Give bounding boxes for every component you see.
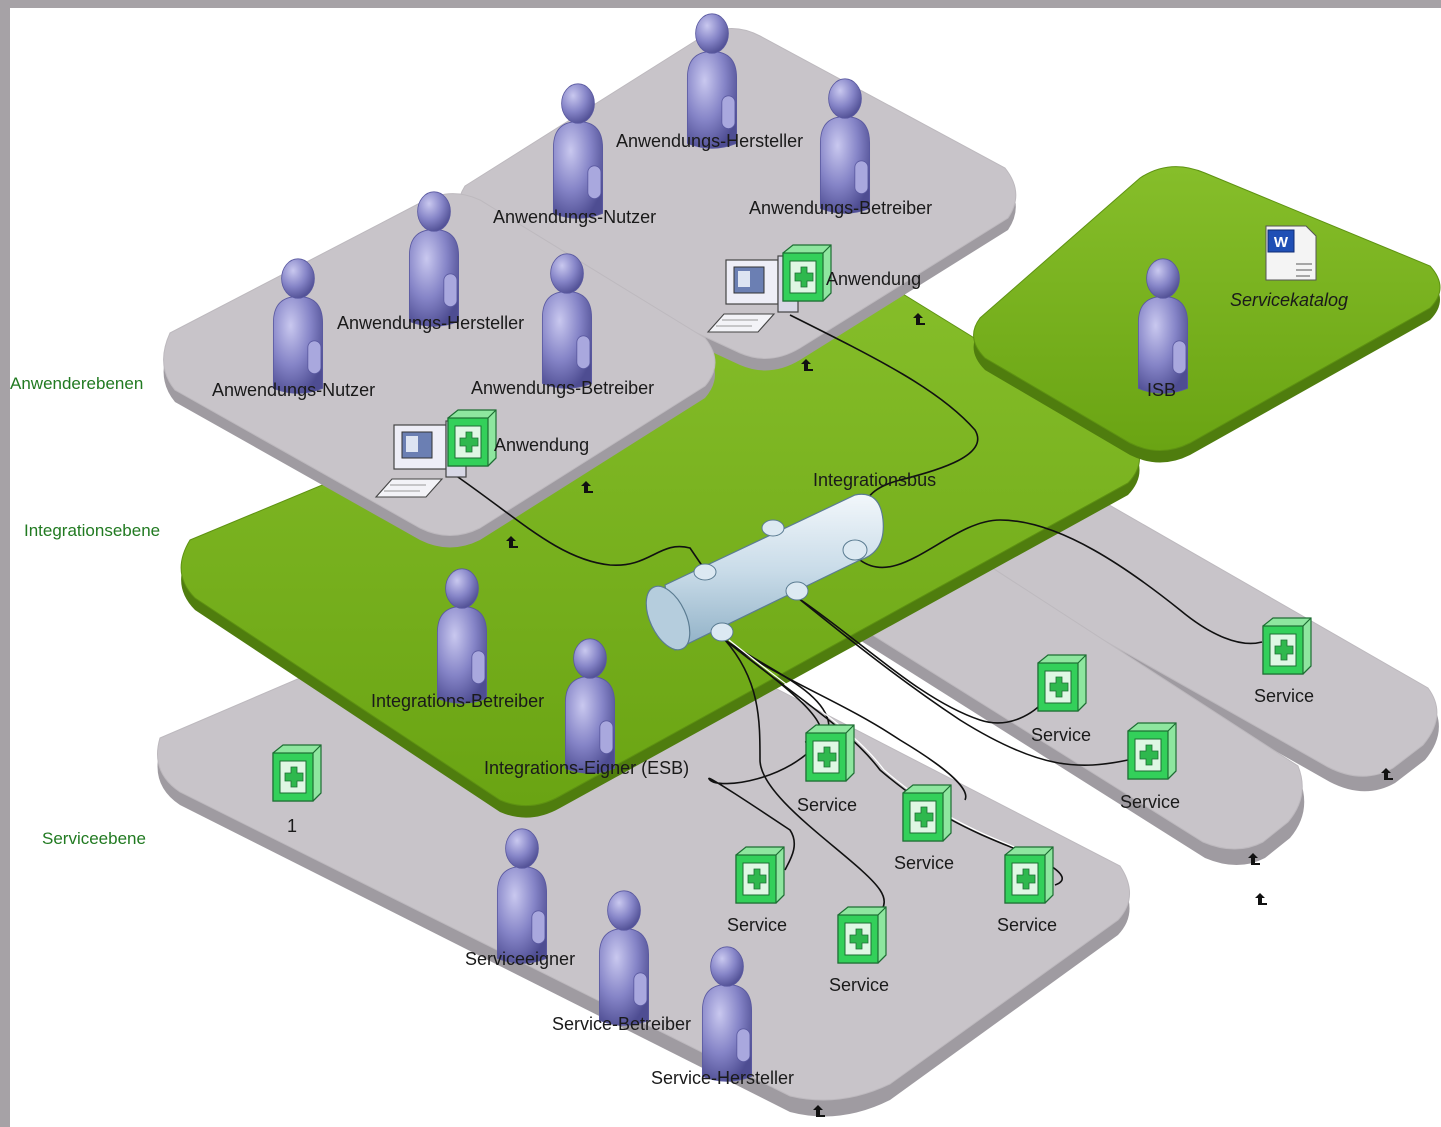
service-label: Service: [1120, 792, 1180, 812]
service-icon-mid-a[interactable]: [1037, 654, 1087, 712]
wire-bus-to-mid-service-1: [797, 597, 1046, 724]
integrationsbus-label: Integrationsbus: [813, 470, 936, 490]
service-icon-main-c[interactable]: [735, 846, 785, 904]
service-icon-right[interactable]: [1262, 617, 1312, 675]
isb-label: ISB: [1147, 380, 1176, 400]
wire-front-app-to-bus: [454, 474, 706, 571]
role-label: Integrations-Eigner (ESB): [484, 758, 689, 778]
architecture-diagram: W: [10, 13, 1441, 1117]
service-label: Service: [1031, 725, 1091, 745]
wire-bus-to-service-c: [708, 639, 823, 871]
role-label: Anwendungs-Hersteller: [616, 131, 803, 151]
connector-arrow-icon: [1255, 893, 1267, 905]
role-label: Anwendungs-Nutzer: [493, 207, 656, 227]
item-label-1: 1: [287, 816, 297, 836]
integrationsbus-icon[interactable]: [637, 493, 884, 656]
service-icon-1[interactable]: [272, 744, 322, 802]
role-label: Anwendungs-Betreiber: [471, 378, 654, 398]
service-label: Service: [727, 915, 787, 935]
role-label: Service-Hersteller: [651, 1068, 794, 1088]
isb-platform: [973, 166, 1441, 463]
application-label: Anwendung: [826, 269, 921, 289]
service-label: Service: [894, 853, 954, 873]
wire-bus-to-mid-service-2: [797, 597, 1129, 766]
word-document-icon[interactable]: [1265, 225, 1317, 281]
role-label: Service-Betreiber: [552, 1014, 691, 1034]
service-label: Service: [1254, 686, 1314, 706]
wire-bus-to-service-b: [724, 639, 967, 801]
layer-label-integrationsebene: Integrationsebene: [24, 521, 160, 540]
role-label: Anwendungs-Hersteller: [337, 313, 524, 333]
service-icon-main-b[interactable]: [902, 784, 952, 842]
role-label: Anwendungs-Betreiber: [749, 198, 932, 218]
servicekatalog-label: Servicekatalog: [1230, 290, 1348, 310]
wire-bus-to-right-service: [859, 519, 1263, 645]
service-label: Service: [997, 915, 1057, 935]
service-icon-main-a[interactable]: [805, 724, 855, 782]
role-label: Serviceeigner: [465, 949, 575, 969]
diagram-canvas: W: [10, 8, 1441, 1127]
role-label: Anwendungs-Nutzer: [212, 380, 375, 400]
service-label: Service: [829, 975, 889, 995]
application-label: Anwendung: [494, 435, 589, 455]
service-icon-back-app[interactable]: [782, 244, 832, 302]
wire-back-app-to-bus: [789, 314, 979, 531]
wire-bus-to-service-e: [724, 639, 885, 919]
layer-label-anwenderebenen: Anwenderebenen: [10, 374, 143, 393]
layer-label-serviceebene: Serviceebene: [42, 829, 146, 848]
service-icon-mid-b[interactable]: [1127, 722, 1177, 780]
service-label: Service: [797, 795, 857, 815]
service-icon-main-e[interactable]: [837, 906, 887, 964]
role-label: Integrations-Betreiber: [371, 691, 544, 711]
service-icon-front-app[interactable]: [447, 409, 497, 467]
service-icon-main-d[interactable]: [1004, 846, 1054, 904]
